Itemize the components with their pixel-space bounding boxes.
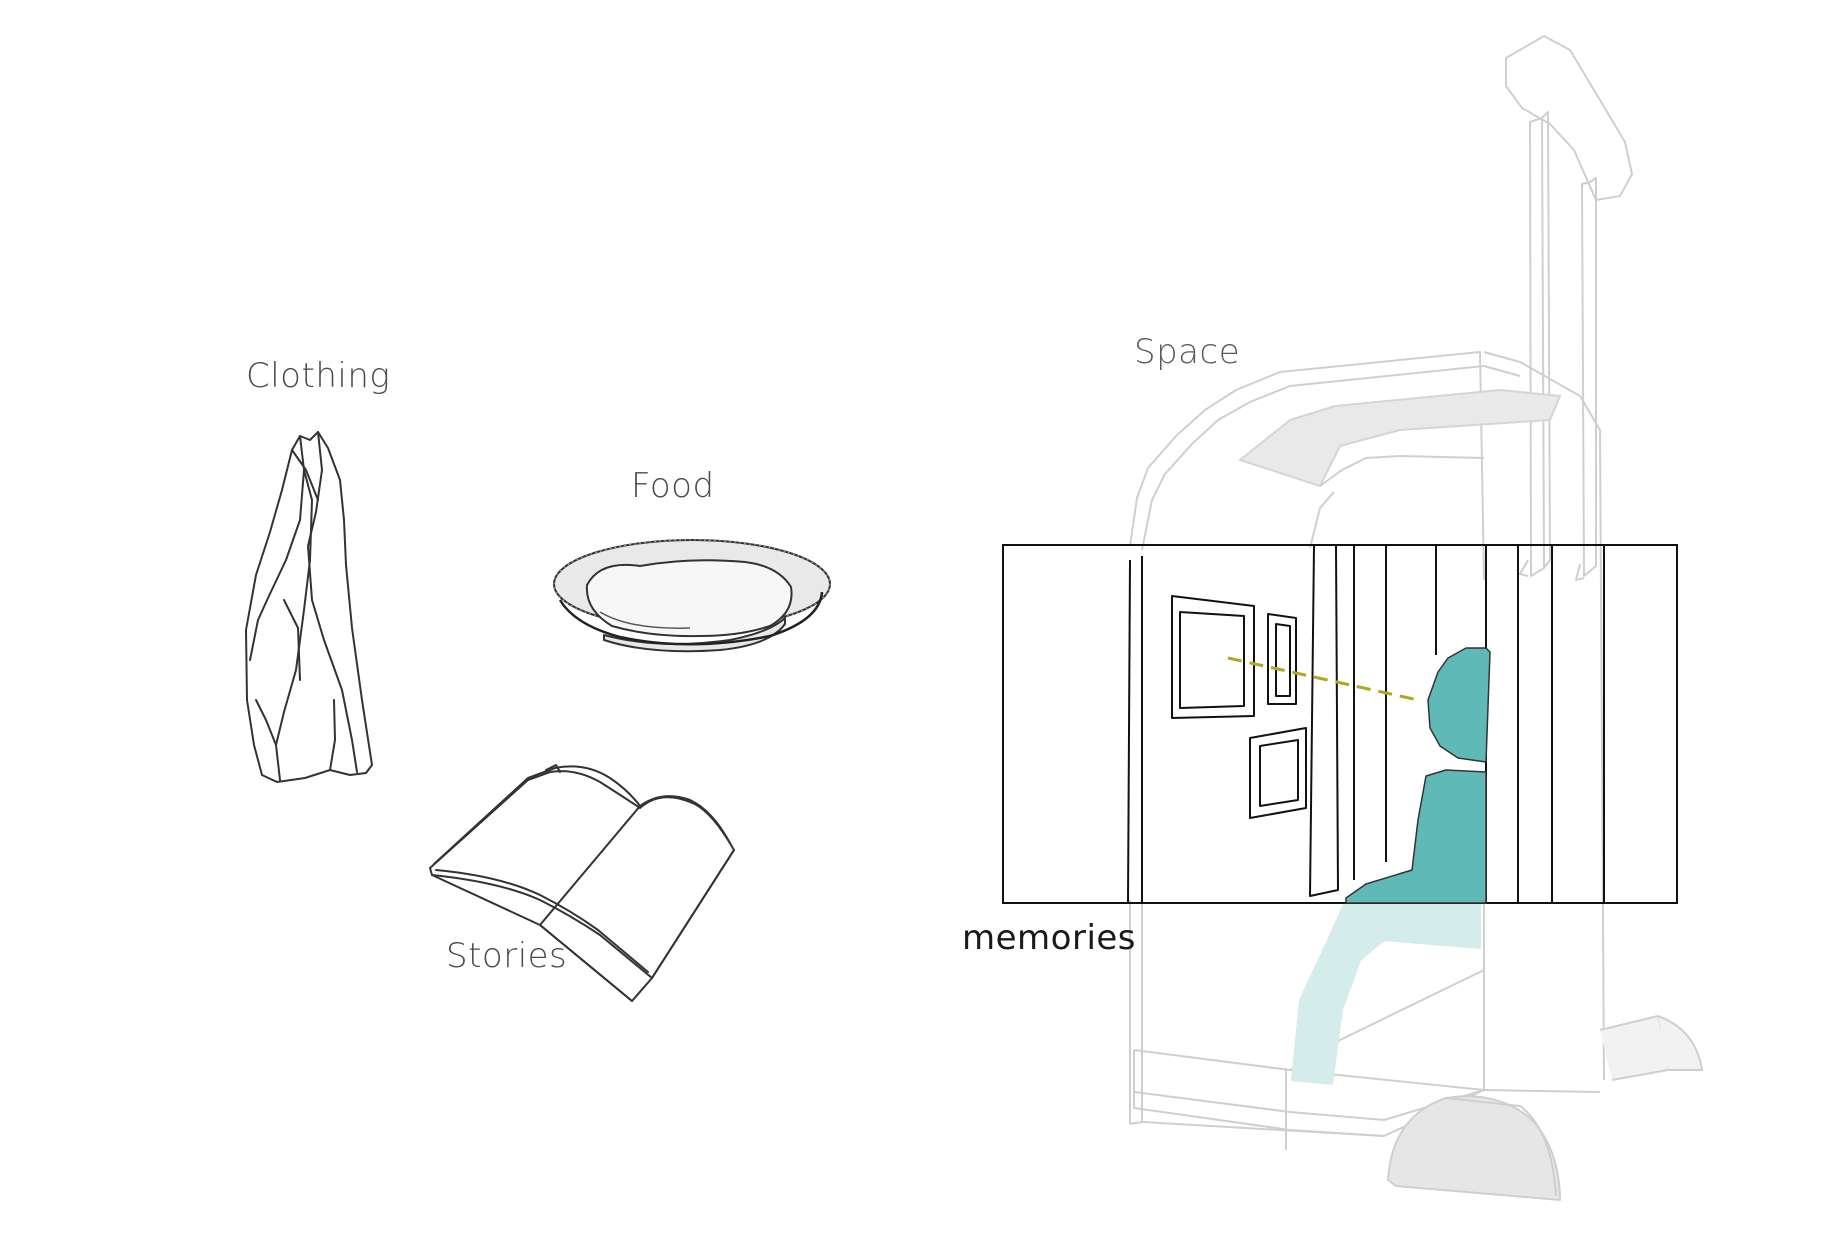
open-book-icon [429, 764, 735, 1002]
plate-icon [553, 539, 831, 653]
person-body [1345, 769, 1487, 904]
narrow-picture-frame [1267, 613, 1297, 705]
large-picture-frame [1171, 595, 1255, 719]
seated-person-figure [1345, 647, 1491, 904]
person-head [1427, 647, 1491, 763]
memories-frame-box [1002, 544, 1678, 904]
hanging-cloth-icon [245, 431, 373, 783]
memories-view [1002, 544, 1678, 904]
sightline [1227, 656, 1419, 702]
booth-structure [1129, 35, 1703, 1201]
small-picture-frame [1249, 727, 1307, 819]
booth-panels [1127, 545, 1605, 904]
label-space: Space [1134, 332, 1241, 372]
label-memories: memories [962, 918, 1137, 958]
wall-picture-frames [1171, 595, 1307, 819]
label-clothing: Clothing [246, 356, 391, 396]
label-stories: Stories [446, 936, 568, 976]
label-food: Food [631, 466, 715, 506]
